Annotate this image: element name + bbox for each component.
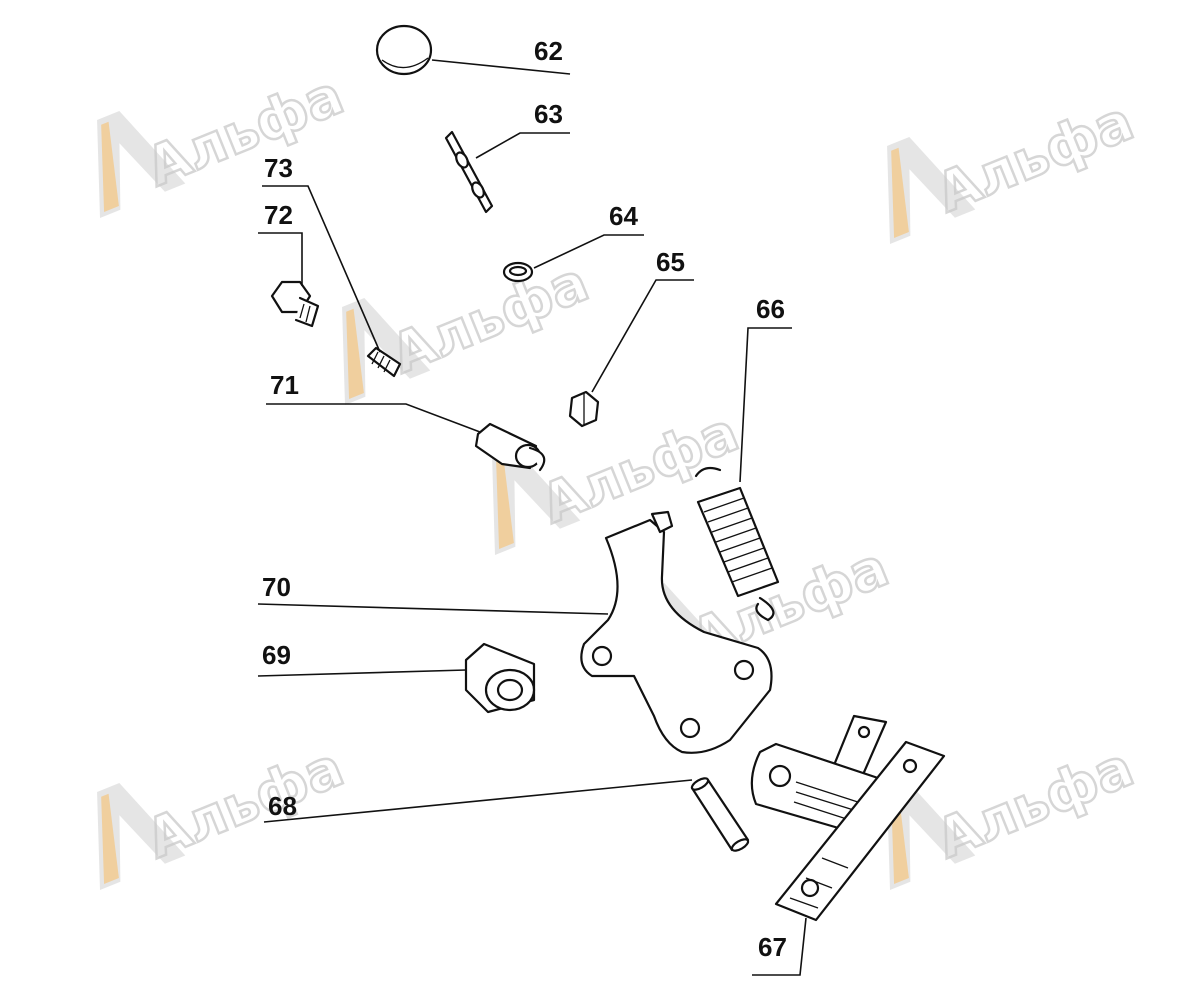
callout-73: 73 (264, 153, 293, 183)
callout-71: 71 (270, 370, 299, 400)
part-69-bushing (464, 642, 536, 714)
part-70-lever-bracket (580, 510, 773, 754)
watermark-text: Альфа (138, 63, 352, 198)
part-64-small-ring (502, 261, 534, 283)
leader-69 (257, 669, 467, 677)
part-66-tension-spring (694, 466, 780, 622)
leader-72 (258, 232, 303, 286)
callout-66: 66 (756, 294, 785, 324)
callout-63: 63 (534, 99, 563, 129)
part-68-pin (690, 777, 750, 852)
watermark-text: Альфа (138, 735, 352, 870)
watermark-text: Альфа (928, 735, 1142, 870)
leader-65 (591, 279, 694, 393)
leader-64 (533, 234, 644, 269)
watermark-6: Альфа (97, 734, 353, 890)
watermark-3: Альфа (342, 249, 598, 405)
leader-63 (475, 132, 570, 159)
callout-70: 70 (262, 572, 291, 602)
callout-67: 67 (758, 932, 787, 962)
part-71-stud-with-clip (474, 422, 546, 472)
leader-70 (257, 603, 609, 615)
part-63-pin-shaft (444, 130, 494, 214)
part-72-hex-bolt (270, 280, 320, 328)
leader-73 (262, 185, 381, 353)
part-73-set-screw (366, 346, 402, 378)
leader-67 (752, 917, 807, 976)
callout-69: 69 (262, 640, 291, 670)
part-62-ball-knob (375, 24, 433, 76)
callout-72: 72 (264, 200, 293, 230)
part-65-nut (568, 390, 600, 428)
part-67-plate-assembly (750, 714, 946, 922)
watermark-1: Альфа (97, 62, 353, 218)
watermark-text: Альфа (928, 89, 1142, 224)
leader-66 (739, 327, 792, 483)
callout-68: 68 (268, 791, 297, 821)
leader-68 (263, 779, 693, 823)
callout-62: 62 (534, 36, 563, 66)
watermark-2: Альфа (887, 88, 1143, 244)
callout-64: 64 (609, 201, 638, 231)
callout-65: 65 (656, 247, 685, 277)
watermark-text: Альфа (383, 250, 597, 385)
leader-62 (431, 59, 571, 75)
leader-71 (266, 403, 481, 433)
